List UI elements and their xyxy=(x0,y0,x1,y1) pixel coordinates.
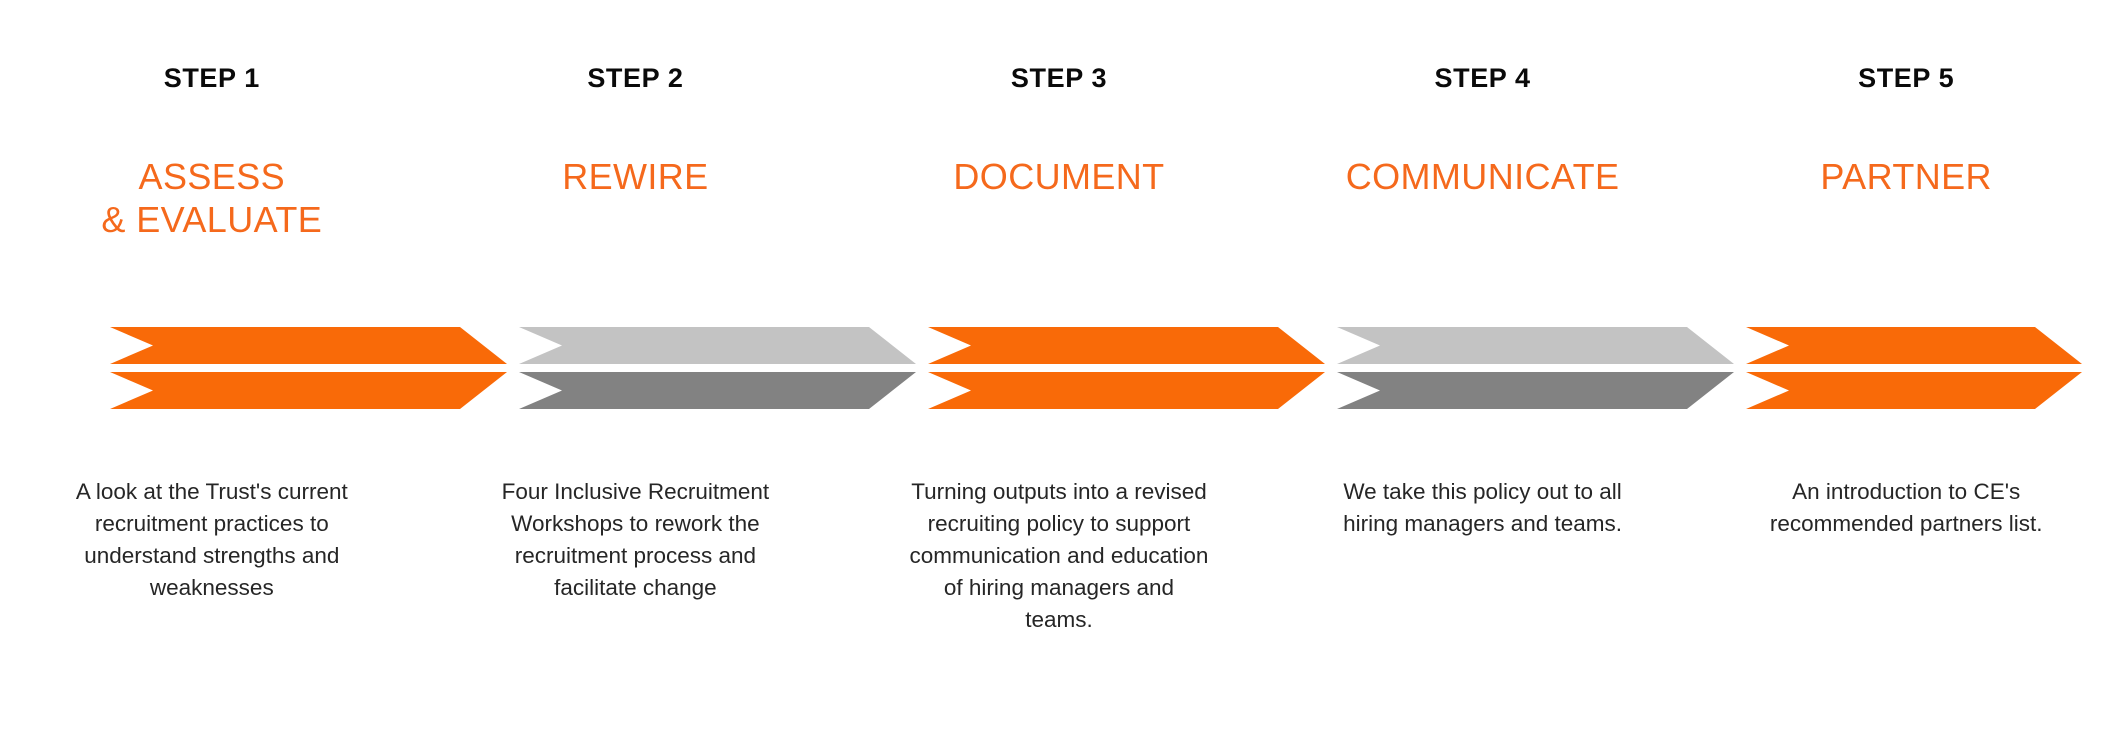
step-title-document: DOCUMENT xyxy=(953,156,1165,197)
step-description-cell-2: Four Inclusive Recruitment Workshops to … xyxy=(424,476,848,604)
step-description-cell-1: A look at the Trust's current recruitmen… xyxy=(0,476,424,604)
step-heading-5: STEP 5 xyxy=(1858,63,1955,93)
step-heading-cell-2: STEP 2 xyxy=(424,62,848,102)
step-title-communicate: COMMUNICATE xyxy=(1345,156,1620,197)
step-heading-cell-4: STEP 4 xyxy=(1271,62,1695,102)
step-heading-row: STEP 1 STEP 2 STEP 3 STEP 4 STEP 5 xyxy=(0,62,2118,102)
chevron-step-1-bottom xyxy=(110,372,507,409)
step-heading-4: STEP 4 xyxy=(1434,63,1531,93)
step-title-rewire: REWIRE xyxy=(562,156,709,197)
step-title-cell-5: PARTNER xyxy=(1694,155,2118,275)
step-description-5: An introduction to CE's recommended part… xyxy=(1769,479,2043,536)
step-heading-cell-5: STEP 5 xyxy=(1694,62,2118,102)
chevron-step-4[interactable] xyxy=(1337,327,1734,409)
chevron-step-5[interactable] xyxy=(1746,327,2082,409)
step-description-3: Turning outputs into a revised recruitin… xyxy=(909,479,1209,632)
step-title-cell-3: DOCUMENT xyxy=(847,155,1271,275)
step-heading-2: STEP 2 xyxy=(587,63,684,93)
step-title-cell-1: ASSESS & EVALUATE xyxy=(0,155,424,275)
step-description-cell-4: We take this policy out to all hiring ma… xyxy=(1271,476,1695,540)
step-description-2: Four Inclusive Recruitment Workshops to … xyxy=(501,479,770,600)
chevron-step-2-bottom xyxy=(519,372,916,409)
step-title-partner: PARTNER xyxy=(1820,156,1992,197)
step-title-assess-evaluate: ASSESS & EVALUATE xyxy=(101,156,323,240)
step-heading-1: STEP 1 xyxy=(163,63,260,93)
step-description-cell-5: An introduction to CE's recommended part… xyxy=(1694,476,2118,540)
step-description-row: A look at the Trust's current recruitmen… xyxy=(0,476,2118,636)
chevron-step-3-top xyxy=(928,327,1325,364)
chevron-step-5-bottom xyxy=(1746,372,2082,409)
chevron-step-4-top xyxy=(1337,327,1734,364)
chevron-step-5-top xyxy=(1746,327,2082,364)
chevron-step-1-top xyxy=(110,327,507,364)
step-title-cell-4: COMMUNICATE xyxy=(1271,155,1695,275)
chevron-step-4-bottom xyxy=(1337,372,1734,409)
chevron-step-2[interactable] xyxy=(519,327,916,409)
step-description-cell-3: Turning outputs into a revised recruitin… xyxy=(847,476,1271,636)
step-heading-3: STEP 3 xyxy=(1010,63,1108,93)
chevron-step-2-top xyxy=(519,327,916,364)
chevron-step-1[interactable] xyxy=(110,327,507,409)
step-title-row: ASSESS & EVALUATE REWIRE DOCUMENT COMMUN… xyxy=(0,155,2118,275)
step-description-1: A look at the Trust's current recruitmen… xyxy=(75,479,348,600)
chevron-arrow-band xyxy=(110,323,2082,413)
step-heading-cell-1: STEP 1 xyxy=(0,62,424,102)
chevron-step-3[interactable] xyxy=(928,327,1325,409)
chevron-arrows-svg xyxy=(110,327,2082,409)
step-description-4: We take this policy out to all hiring ma… xyxy=(1343,479,1623,536)
step-title-cell-2: REWIRE xyxy=(424,155,848,275)
chevron-step-3-bottom xyxy=(928,372,1325,409)
step-heading-cell-3: STEP 3 xyxy=(847,62,1271,102)
